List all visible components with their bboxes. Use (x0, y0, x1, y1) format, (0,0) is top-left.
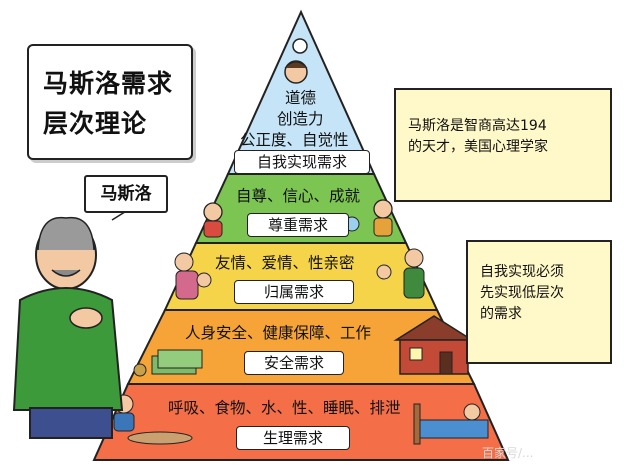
tier-belonging-desc: 友情、爱情、性亲密 (215, 254, 355, 272)
tier-physiological-desc: 呼吸、食物、水、性、睡眠、排泄 (168, 399, 401, 417)
tier-self-actualization-label: 自我实现需求 (234, 150, 370, 174)
title-line-1: 马斯洛需求 (43, 69, 174, 98)
title-line-2: 层次理论 (43, 109, 148, 138)
tier-physiological-label: 生理需求 (236, 426, 350, 450)
tier-esteem-desc: 自尊、信心、成就 (236, 187, 361, 205)
tier-self-actualization-desc-3: 公正度、自觉性 (240, 131, 349, 149)
watermark: 百家号/... (482, 446, 534, 460)
note-prerequisite-line-3: 的需求 (480, 306, 522, 322)
money-illustration (133, 349, 203, 377)
thinker-illustration (284, 38, 308, 84)
note-iq: 马斯洛是智商高达194 的天才，美国心理学家 (394, 88, 612, 202)
tier-esteem-label: 尊重需求 (247, 213, 349, 237)
note-prerequisite: 自我实现必须 先实现低层次 的需求 (466, 240, 612, 364)
tier-belonging-label: 归属需求 (234, 280, 354, 304)
family-illustration (174, 248, 425, 300)
bed-illustration (413, 403, 489, 445)
maslow-name-tag: 马斯洛 (84, 175, 168, 213)
tier-self-actualization-desc-1: 道德 (285, 89, 317, 107)
note-prerequisite-line-2: 先实现低层次 (480, 285, 564, 301)
tier-safety-label: 安全需求 (244, 351, 344, 375)
title-box: 马斯洛需求 层次理论 (27, 44, 193, 160)
tier-safety-desc: 人身安全、健康保障、工作 (185, 324, 372, 342)
note-iq-line-2: 的天才，美国心理学家 (408, 139, 548, 155)
note-prerequisite-line-1: 自我实现必须 (480, 264, 564, 280)
tier-self-actualization-desc-2: 创造力 (277, 110, 324, 128)
couple-illustration (203, 199, 393, 238)
note-iq-line-1: 马斯洛是智商高达194 (408, 118, 547, 134)
maslow-illustration (12, 204, 137, 439)
house-illustration (393, 315, 475, 375)
